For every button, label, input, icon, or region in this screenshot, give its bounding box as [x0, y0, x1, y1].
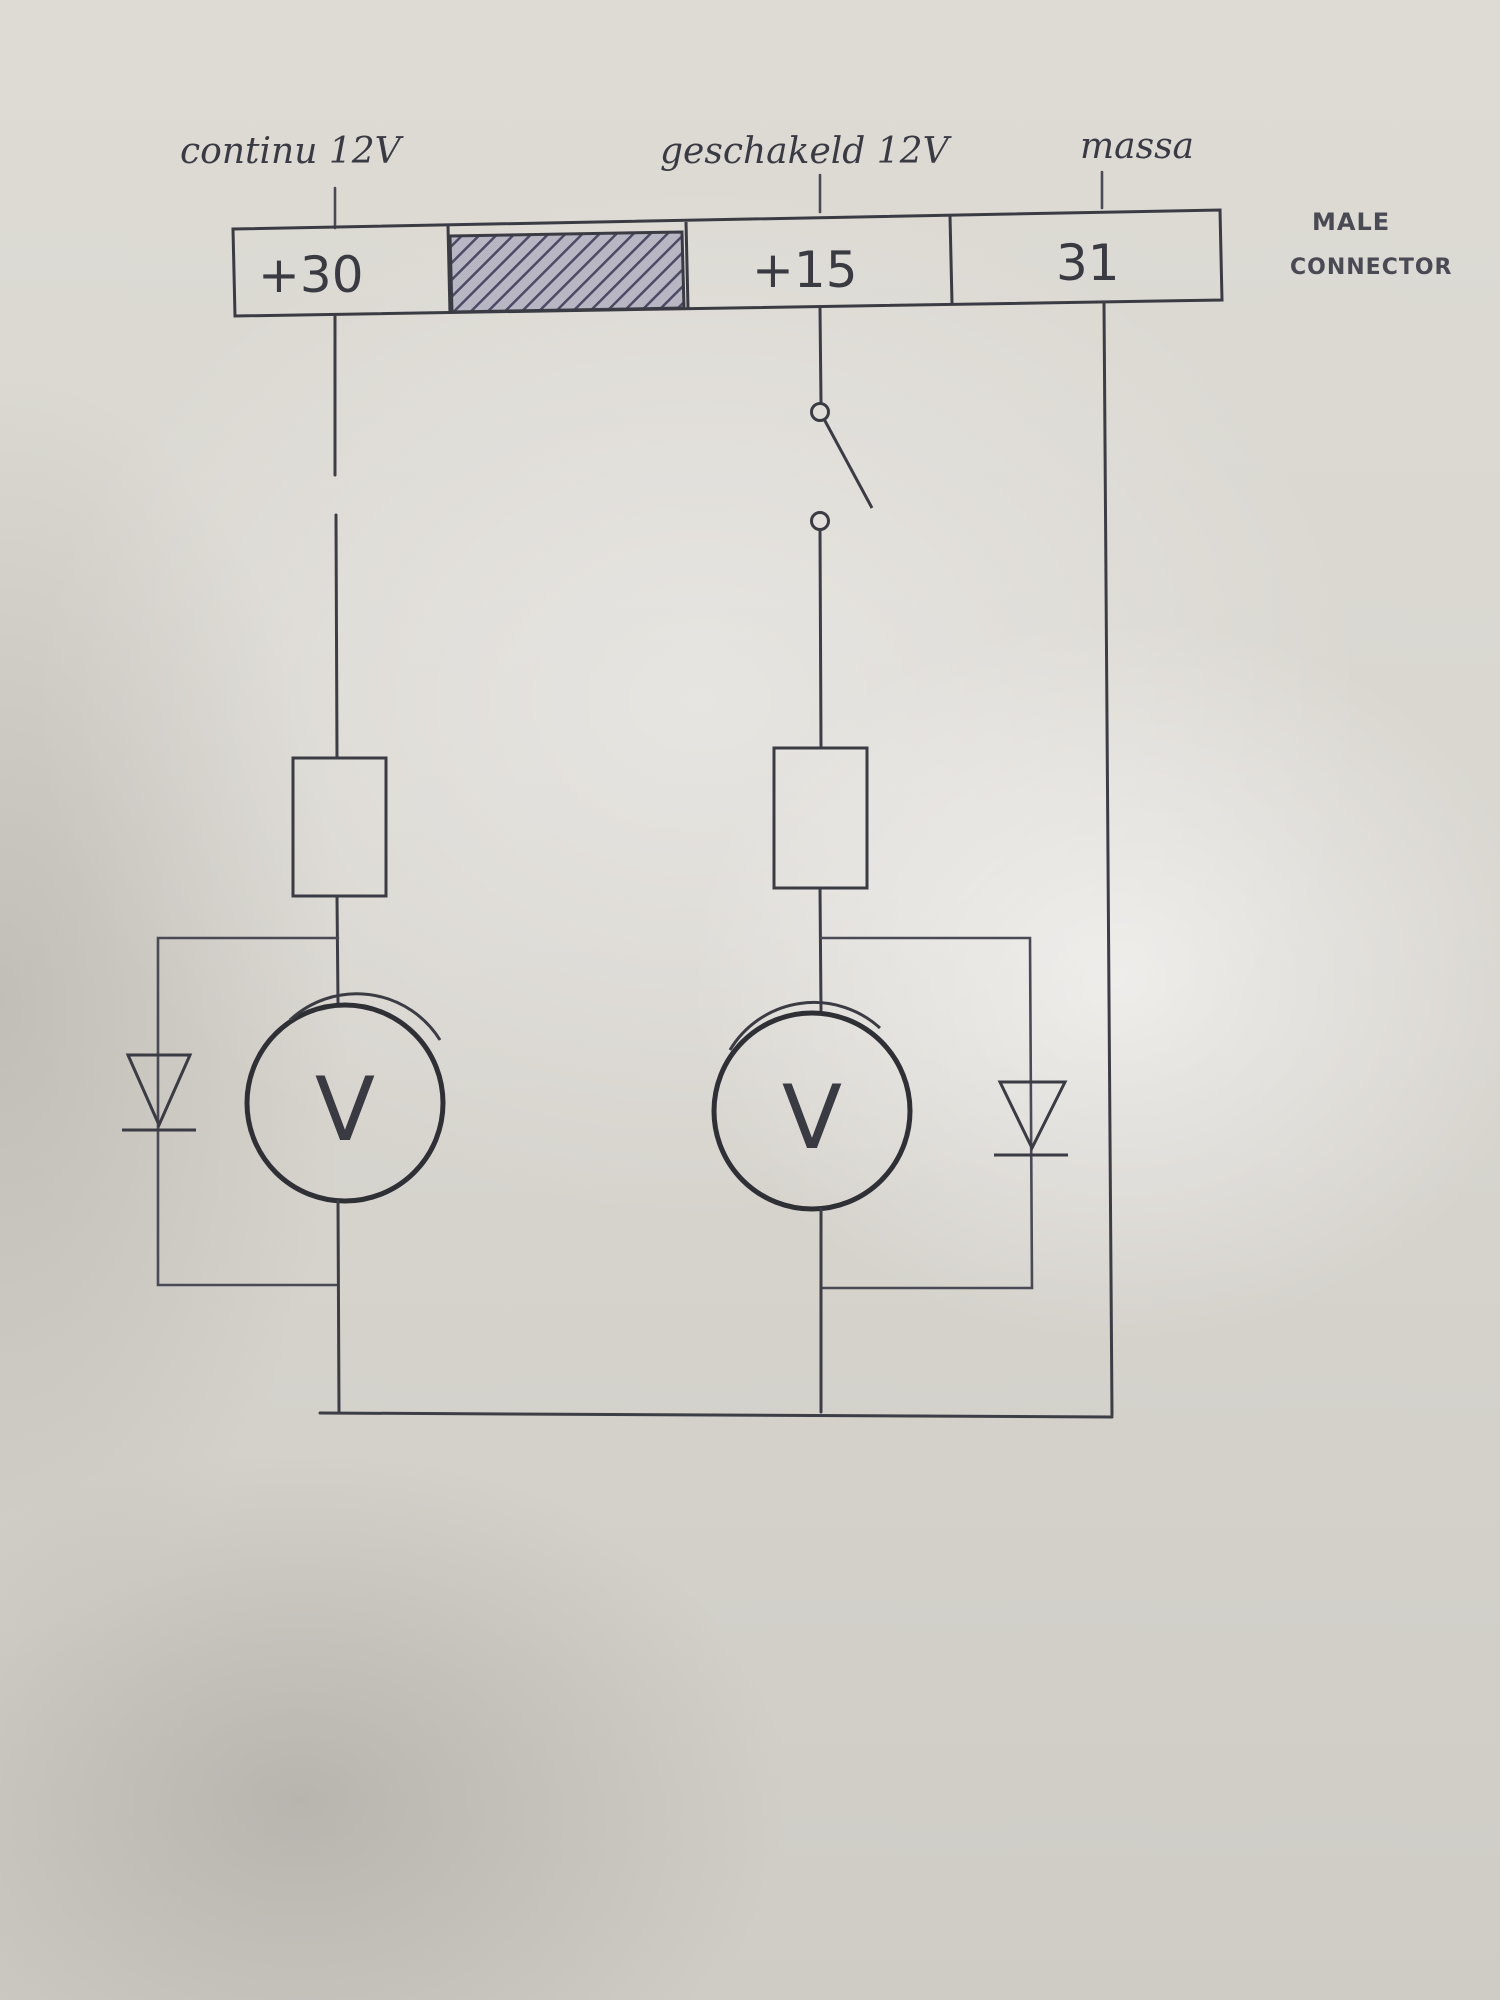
wire-left-diode-loop [156, 936, 340, 1287]
diode-right [994, 1080, 1068, 1157]
label-ground: massa [1080, 126, 1194, 167]
fuse-right [772, 746, 869, 890]
male-connector [231, 208, 1224, 318]
fuse-left [291, 756, 388, 898]
wire-31-ground [1102, 301, 1114, 1417]
pin-31-label: 31 [1056, 234, 1120, 292]
connector-label-connector: CONNECTOR [1290, 255, 1453, 280]
diode-left [122, 1053, 196, 1132]
voltmeter-right [711, 1000, 913, 1212]
label-continuous-12v: continu 12V [180, 131, 405, 172]
connector-label-male: MALE [1312, 208, 1390, 236]
switch-contact [810, 402, 874, 531]
wire-15-top [818, 306, 823, 405]
voltmeter-left [244, 992, 446, 1204]
pin-15-label: +15 [752, 241, 858, 299]
voltmeter-right-symbol: V [782, 1066, 842, 1169]
wire-right-diode-loop [819, 936, 1034, 1290]
voltmeter-left-symbol: V [315, 1058, 375, 1161]
pin-30-label: +30 [258, 246, 364, 304]
connector-blank-slot [448, 230, 686, 314]
wire-15-mid [818, 528, 823, 750]
wire-common-return [318, 1411, 1114, 1419]
label-switched-12v: geschakeld 12V [660, 131, 953, 172]
wire-30-mid [334, 513, 339, 760]
